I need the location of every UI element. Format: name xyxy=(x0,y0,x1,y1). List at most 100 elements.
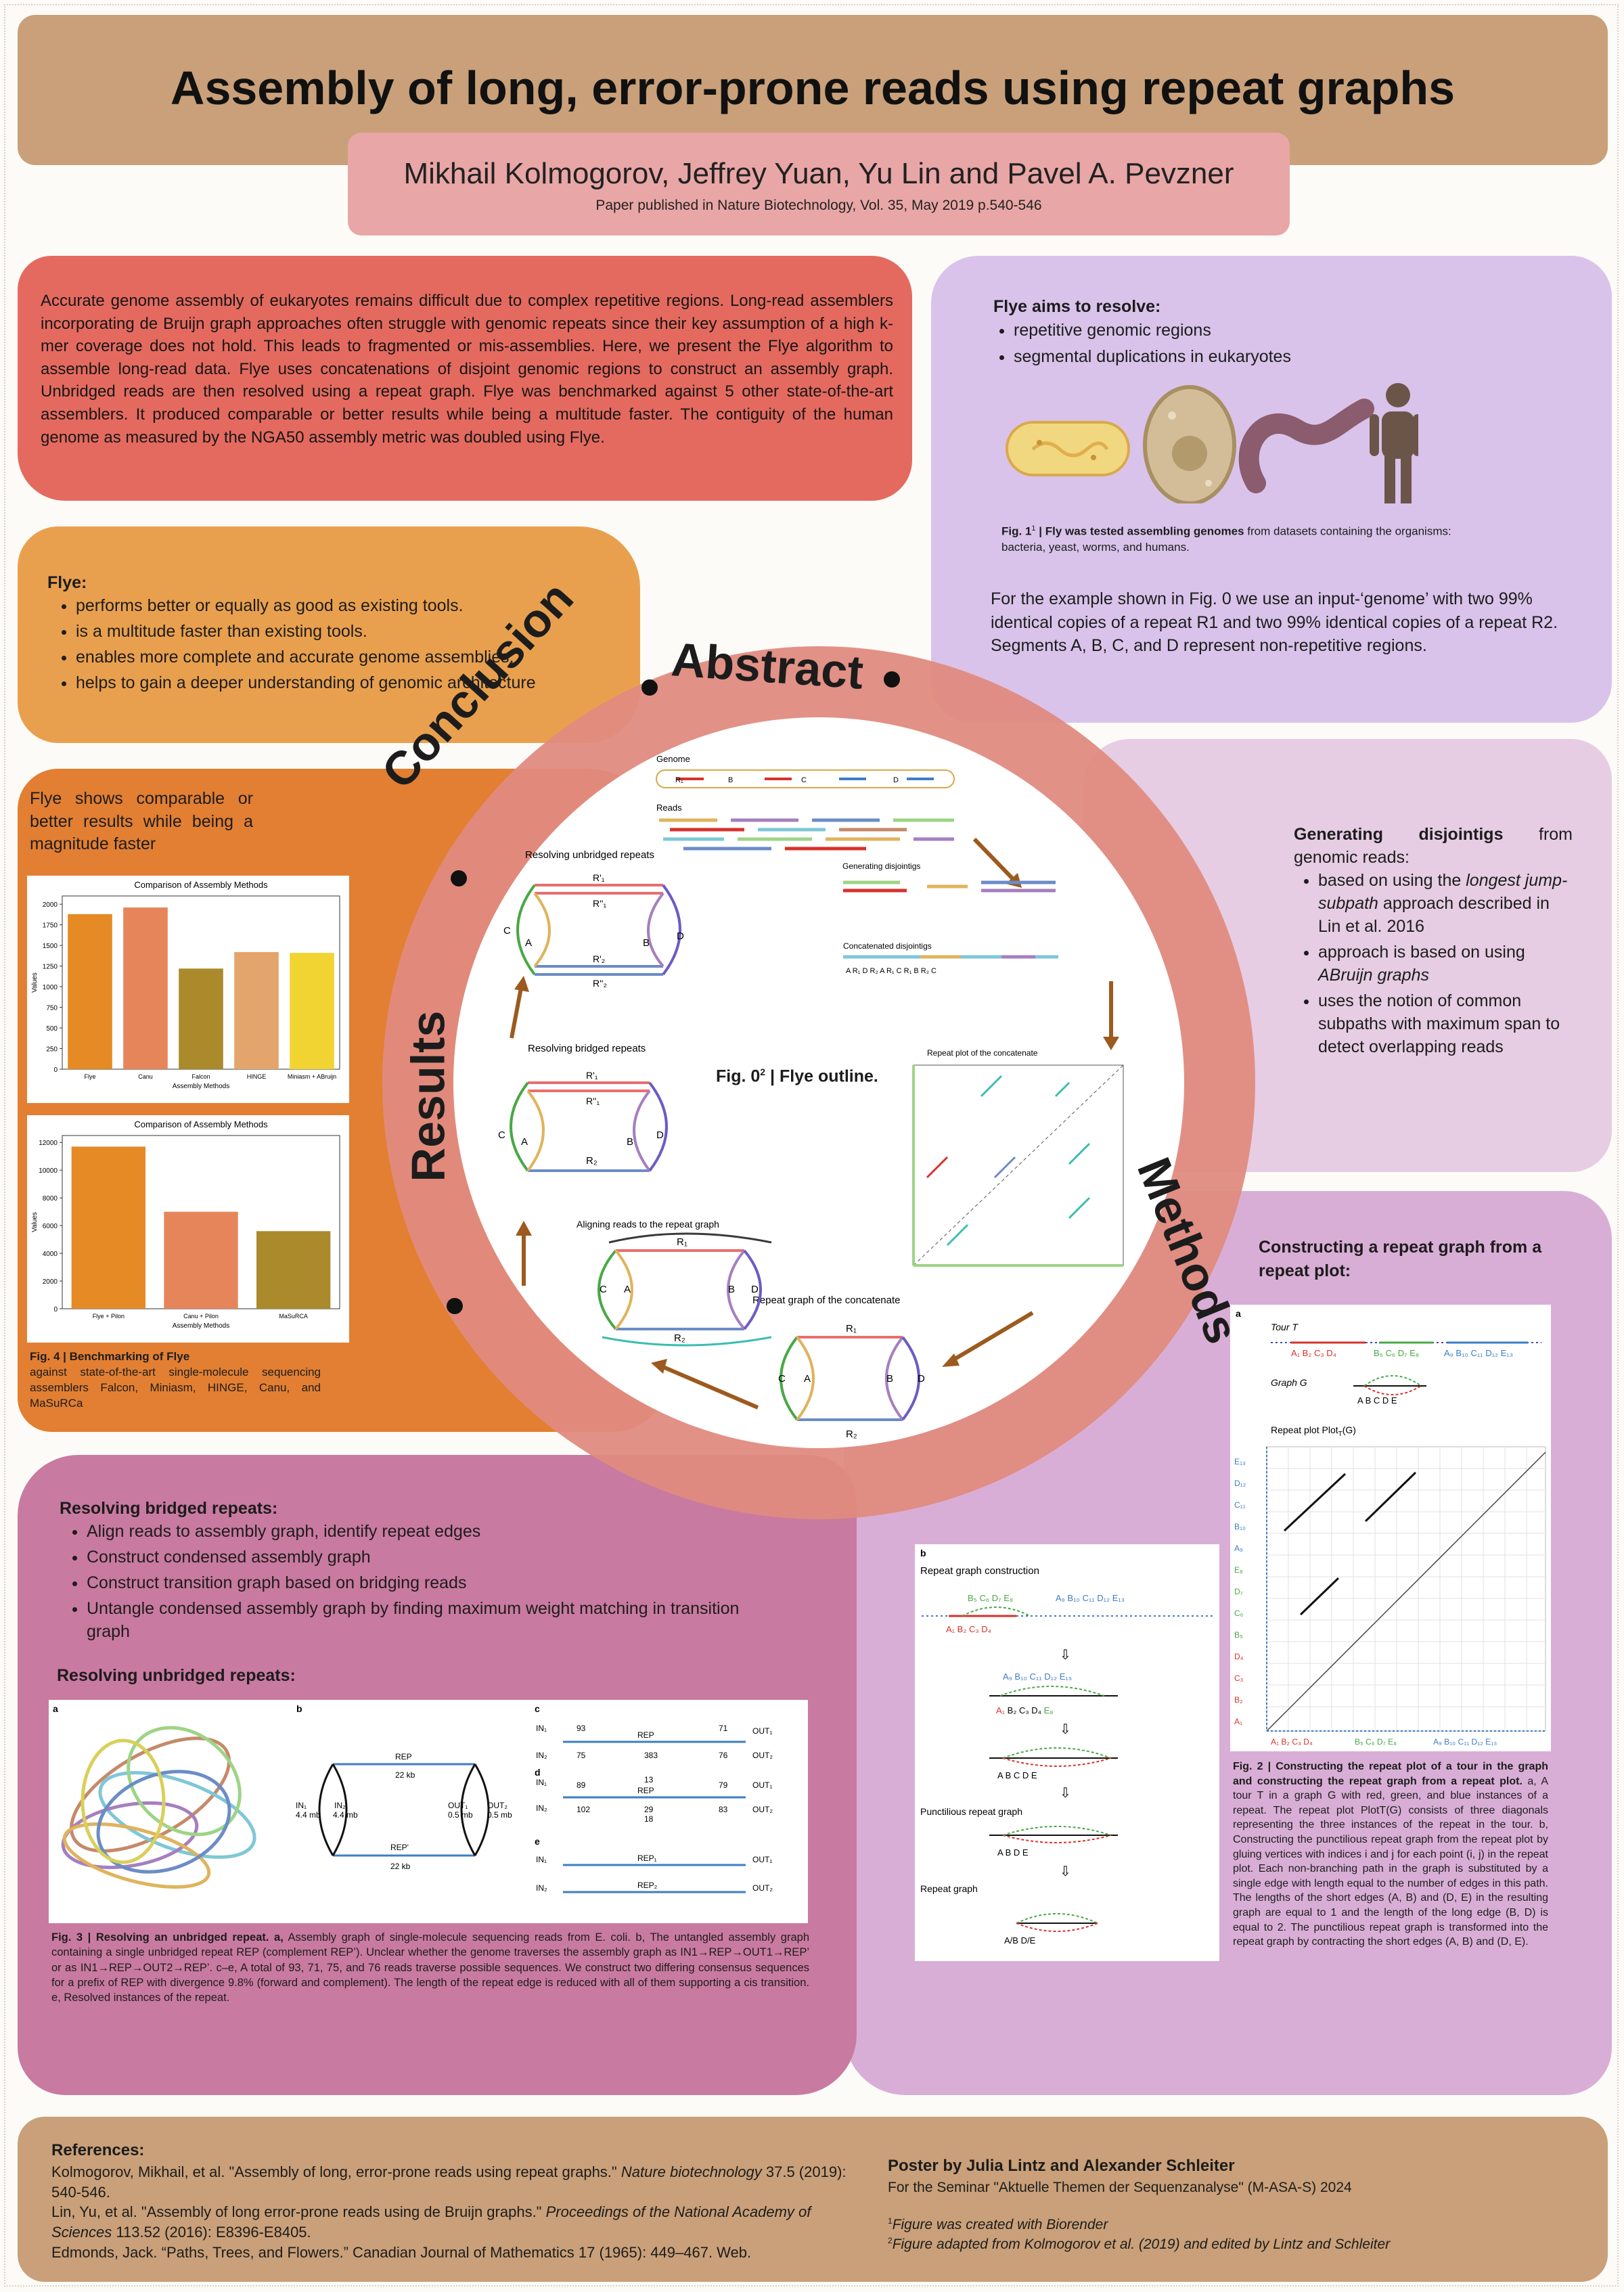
svg-text:0.5 mb: 0.5 mb xyxy=(448,1810,473,1820)
svg-text:OUT₁: OUT₁ xyxy=(448,1801,468,1810)
abstract-text: Accurate genome assembly of eukaryotes r… xyxy=(41,292,893,447)
graph-label: Graph G xyxy=(1271,1377,1307,1388)
authors: Mikhail Kolmogorov, Jeffrey Yuan, Yu Lin… xyxy=(403,157,1234,190)
aims-item: repetitive genomic regions xyxy=(1014,319,1291,342)
plot-title: Repeat plot Plot xyxy=(1271,1424,1338,1435)
svg-text:R''₁: R''₁ xyxy=(586,1096,600,1106)
disjointigs-item: approach is based on using ABruijn graph… xyxy=(1318,941,1573,987)
y-tick-label: 8000 xyxy=(43,1195,58,1203)
aligning-label: Aligning reads to the repeat graph xyxy=(577,1219,719,1230)
y-tick-label: 6000 xyxy=(43,1223,58,1230)
svg-text:A R₁ D R₂ A R₁ C R₁: A R₁ D R₂ A R₁ C R₁ B R₂ C xyxy=(846,967,937,975)
svg-text:C: C xyxy=(498,1129,505,1141)
fig3-caption-bold: Fig. 3 | Resolving an unbridged repeat. … xyxy=(51,1931,284,1943)
svg-text:a: a xyxy=(53,1703,58,1714)
y-tick-label: 10000 xyxy=(39,1167,58,1175)
svg-text:OUT₁: OUT₁ xyxy=(752,1855,772,1864)
svg-text:A₁ B₂ C₃ D₄ E₈: A₁ B₂ C₃ D₄ E₈ xyxy=(996,1705,1054,1715)
tour-label: Tour T xyxy=(1271,1322,1299,1332)
x-tick-label: MaSuRCA xyxy=(279,1313,308,1320)
punctilious-label: Punctilious repeat graph xyxy=(920,1806,1022,1817)
bar xyxy=(68,914,112,1069)
fig1-label: Fig. 1 xyxy=(1001,524,1032,538)
references-heading: References: xyxy=(51,2141,145,2159)
svg-text:A₁ B₂ C₃ D₄: A₁ B₂ C₃ D₄ xyxy=(1271,1737,1313,1747)
svg-text:D₁₂: D₁₂ xyxy=(1234,1479,1246,1488)
svg-text:4.4 mb: 4.4 mb xyxy=(333,1810,358,1820)
svg-text:IN₁: IN₁ xyxy=(536,1778,547,1787)
svg-text:A₁ B₂ C₃ D₄: A₁ B₂ C₃ D₄ xyxy=(1291,1348,1336,1358)
svg-text:R₁: R₁ xyxy=(675,776,683,784)
reads-label: Reads xyxy=(656,803,682,813)
resolving-item: Untangle condensed assembly graph by fin… xyxy=(87,1597,750,1643)
svg-text:A₁: A₁ xyxy=(1234,1717,1242,1726)
svg-text:IN₂: IN₂ xyxy=(536,1883,547,1893)
svg-text:OUT₂: OUT₂ xyxy=(752,1883,773,1893)
repeat-graph-label: Repeat graph xyxy=(920,1883,978,1894)
svg-text:R'₁: R'₁ xyxy=(586,1070,598,1081)
svg-text:C: C xyxy=(801,776,807,784)
abstract-panel: Accurate genome assembly of eukaryotes r… xyxy=(18,256,912,501)
svg-text:IN₁: IN₁ xyxy=(296,1801,307,1810)
bacteria-icon xyxy=(1006,421,1130,476)
example-text: For the example shown in Fig. 0 we use a… xyxy=(991,589,1558,655)
svg-text:A/B D/E: A/B D/E xyxy=(1004,1935,1036,1946)
resolving-item: Construct condensed assembly graph xyxy=(87,1546,750,1569)
svg-text:C: C xyxy=(503,925,511,937)
svg-text:D: D xyxy=(751,1284,759,1295)
chart-title: Comparison of Assembly Methods xyxy=(134,880,268,890)
conclusion-item: performs better or equally as good as ex… xyxy=(76,594,536,617)
fig1-caption: from datasets containing the organisms: … xyxy=(1001,524,1451,554)
svg-text:IN₁: IN₁ xyxy=(536,1855,547,1864)
bar xyxy=(179,968,223,1069)
svg-text:D₇: D₇ xyxy=(1234,1587,1243,1596)
svg-text:B₅: B₅ xyxy=(1234,1630,1243,1640)
x-tick-label: Flye + Pilon xyxy=(93,1313,125,1320)
svg-text:IN₁: IN₁ xyxy=(536,1724,547,1733)
svg-text:IN₂: IN₂ xyxy=(334,1801,346,1810)
svg-text:A: A xyxy=(624,1284,631,1295)
svg-text:REP₁: REP₁ xyxy=(637,1853,657,1863)
human-icon xyxy=(1370,383,1418,503)
fig2a: a Tour T A₁ B₂ C₃ D₄ B₅ C₆ D₇ E₈ A₉ B₁₀ … xyxy=(1230,1305,1551,1751)
svg-text:22 kb: 22 kb xyxy=(390,1862,411,1871)
x-axis-label: Assembly Methods xyxy=(173,1083,229,1090)
y-tick-label: 1000 xyxy=(43,984,58,991)
unbridged-graph: R'₁R''₁ R'₂R''₂ CA BD xyxy=(503,872,684,989)
fig1-footnote-marker: 1 xyxy=(1031,524,1036,533)
chart-title: Comparison of Assembly Methods xyxy=(134,1119,268,1129)
genome-label: Genome xyxy=(656,754,690,764)
svg-text:R₁: R₁ xyxy=(846,1323,857,1334)
svg-text:A₉ B₁₀ C₁₁ D₁₂ E₁₃: A₉ B₁₀ C₁₁ D₁₂ E₁₃ xyxy=(1433,1737,1497,1747)
svg-text:B₅ C₆ D₇ E₈: B₅ C₆ D₇ E₈ xyxy=(968,1593,1013,1603)
svg-text:⇩: ⇩ xyxy=(1060,1722,1071,1737)
resolving-panel: Resolving bridged repeats: Align reads t… xyxy=(18,1455,857,2095)
y-tick-label: 2000 xyxy=(43,1278,58,1286)
svg-text:B: B xyxy=(643,937,650,949)
disjointigs-heading-rest: from genomic reads: xyxy=(1294,825,1573,867)
bar xyxy=(290,953,334,1069)
svg-text:A: A xyxy=(525,937,532,949)
svg-text:89: 89 xyxy=(577,1780,586,1790)
resolving-item: Align reads to assembly graph, identify … xyxy=(87,1520,750,1543)
svg-text:R'₁: R'₁ xyxy=(593,872,605,883)
bar xyxy=(164,1211,238,1309)
svg-text:R''₂: R''₂ xyxy=(593,978,607,989)
svg-text:OUT₂: OUT₂ xyxy=(487,1801,508,1810)
svg-text:A₉ B₁₀ C₁₁ D₁₂ E₁₃: A₉ B₁₀ C₁₁ D₁₂ E₁₃ xyxy=(1003,1671,1072,1682)
svg-text:102: 102 xyxy=(577,1805,590,1814)
svg-text:B: B xyxy=(627,1136,633,1148)
svg-text:C₆: C₆ xyxy=(1234,1609,1244,1618)
y-tick-label: 750 xyxy=(46,1005,58,1012)
svg-text:B: B xyxy=(728,1284,735,1295)
unbridged-label: Resolving unbridged repeats xyxy=(525,849,654,861)
footnote-1: 1Figure was created with Biorender xyxy=(888,2216,1108,2232)
svg-text:Repeat plot PlotT(G): Repeat plot PlotT(G) xyxy=(1271,1424,1356,1438)
resolving-item: Construct transition graph based on brid… xyxy=(87,1571,750,1594)
disjointigs-item: uses the notion of common subpaths with … xyxy=(1318,989,1573,1058)
svg-text:b: b xyxy=(296,1703,302,1714)
